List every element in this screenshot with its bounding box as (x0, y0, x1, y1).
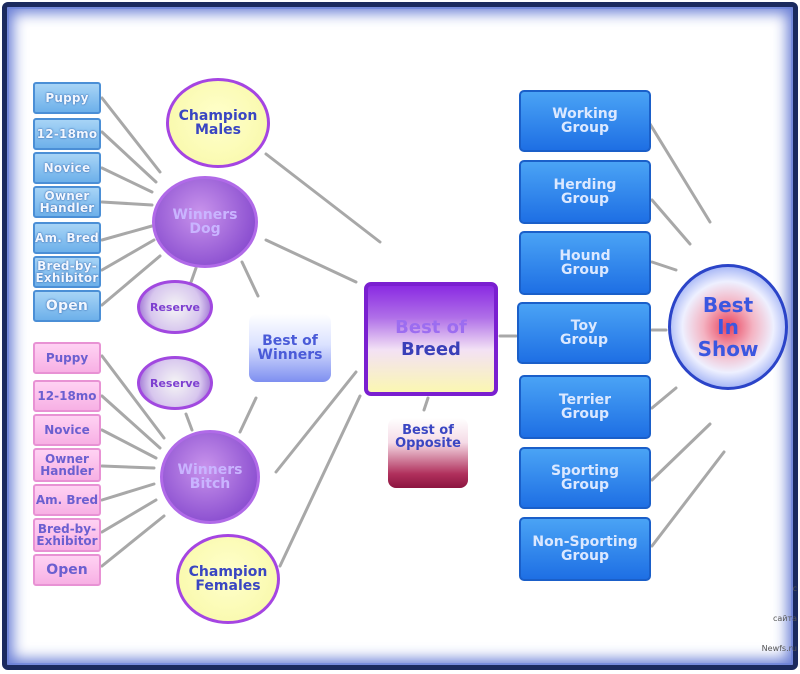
connector (650, 386, 678, 410)
class-box-novice-bitch: Novice (33, 414, 101, 446)
site-watermark: с сайта Newfs.ru (762, 564, 797, 674)
class-box-12-18mo-bitch: 12-18mo (33, 380, 101, 412)
reserve-dog-circle: Reserve (137, 280, 213, 334)
group-box-terrier: Terrier Group (519, 375, 651, 439)
connector (100, 514, 166, 568)
best-of-breed-box: Best of Breed (364, 282, 498, 396)
connector (100, 130, 158, 184)
connector (650, 260, 678, 272)
connector (100, 428, 158, 460)
connector (240, 260, 260, 298)
class-box-12-18mo-dog: 12-18mo (33, 118, 101, 150)
best-in-show-line2: In (717, 315, 739, 339)
champion-females-circle: Champion Females (176, 534, 280, 624)
connector (650, 450, 726, 548)
connector (422, 396, 430, 412)
watermark-line1: с (792, 584, 797, 593)
connector (100, 482, 156, 502)
best-of-breed-line1: Best of (395, 317, 467, 338)
connector (100, 224, 154, 242)
group-box-working: Working Group (519, 90, 651, 152)
class-box-bred-by-exhibitor-dog: Bred-by-Exhibitor (33, 256, 101, 288)
group-box-toy: Toy Group (517, 302, 651, 364)
connector (100, 464, 156, 470)
connector (184, 412, 194, 432)
group-box-non-sporting: Non-Sporting Group (519, 517, 651, 581)
best-of-winners-box: Best of Winners (249, 314, 331, 382)
class-box-owner-handler-bitch: Owner Handler (33, 448, 101, 482)
connector (648, 122, 712, 224)
connector (100, 200, 154, 207)
winners-dog-circle: Winners Dog (152, 176, 258, 268)
best-of-breed-line2: Breed (401, 339, 461, 360)
group-box-sporting: Sporting Group (519, 447, 651, 509)
connector (100, 254, 162, 307)
class-box-am-bred-bitch: Am. Bred (33, 484, 101, 516)
best-in-show-line1: Best (702, 293, 754, 317)
class-box-am-bred-dog: Am. Bred (33, 222, 101, 254)
best-in-show-line3: Show (697, 337, 759, 361)
class-box-open-dog: Open (33, 290, 101, 322)
connector (100, 238, 156, 272)
champion-males-circle: Champion Males (166, 78, 270, 168)
group-box-hound: Hound Group (519, 231, 651, 295)
class-box-open-bitch: Open (33, 554, 101, 586)
group-box-herding: Herding Group (519, 160, 651, 224)
connector (100, 394, 162, 450)
watermark-line2: сайта (772, 614, 797, 623)
connector (650, 198, 692, 246)
class-box-puppy-dog: Puppy (33, 82, 101, 114)
class-box-bred-by-exhibitor-bitch: Bred-by-Exhibitor (33, 518, 101, 552)
reserve-bitch-circle: Reserve (137, 356, 213, 410)
best-of-opposite-box: Best of Opposite (388, 418, 468, 488)
connector (100, 354, 166, 440)
watermark-line3: Newfs.ru (761, 644, 797, 653)
connector (274, 370, 358, 474)
connector (100, 166, 154, 194)
class-box-novice-dog: Novice (33, 152, 101, 184)
best-in-show-circle: Best In Show (668, 264, 788, 390)
winners-bitch-circle: Winners Bitch (160, 430, 260, 524)
connector (264, 238, 358, 284)
connector (100, 96, 162, 174)
connector (264, 152, 382, 244)
connector (238, 396, 258, 434)
connector (278, 394, 362, 568)
class-box-puppy-bitch: Puppy (33, 342, 101, 374)
connector (100, 498, 158, 534)
class-box-owner-handler-dog: Owner Handler (33, 186, 101, 218)
connector (650, 422, 712, 482)
